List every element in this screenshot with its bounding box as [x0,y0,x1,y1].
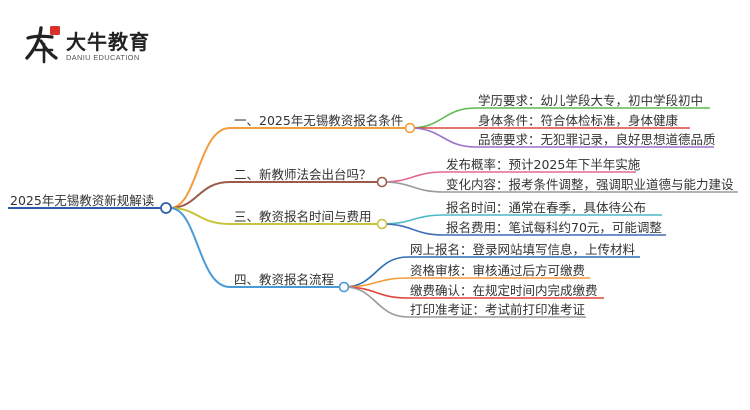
leaf-connector-time-fee-2 [381,223,666,236]
branch-label-teacher-law: 二、新教师法会出台吗？ [234,167,372,182]
branch-connector-conditions [169,127,406,209]
logo-subtitle: DANIU EDUCATION [66,53,140,62]
leaf-label-morality: 品德要求：无犯罪记录，良好思想道德品质 [478,132,716,147]
root-node-label: 2025年无锡教资新规解读 [10,193,155,208]
branch-node-teacher-law [376,176,388,188]
branch-label-time-fee: 三、教资报名时间与费用 [234,209,372,224]
leaf-connector-conditions-1 [409,107,710,129]
logo-name: 大牛教育 [66,30,150,54]
leaf-connector-process-4 [343,286,586,318]
branch-label-conditions: 一、2025年无锡教资报名条件 [234,113,404,128]
leaf-label-changes: 变化内容：报考条件调整，强调职业道德与能力建设 [446,177,734,192]
branch-node-conditions [404,122,416,134]
root-node [160,202,172,214]
branch-node-process [338,281,350,293]
leaf-label-payment: 缴费确认：在规定时间内完成缴费 [410,283,598,298]
leaf-connector-conditions-3 [409,127,714,148]
leaf-label-admission: 打印准考证：考试前打印准考证 [410,302,586,317]
leaf-label-release: 发布概率：预计2025年下半年实施 [446,157,641,172]
branch-label-process: 四、教资报名流程 [234,272,335,287]
branch-node-time-fee [376,218,388,230]
leaf-label-reg-time: 报名时间：通常在春季，具体待公布 [446,200,647,215]
leaf-label-online: 网上报名：登录网站填写信息，上传材料 [410,242,636,257]
leaf-label-reg-fee: 报名费用：笔试每科约70元，可能调整 [446,220,662,235]
branch-connector-process [169,207,340,288]
logo: 大牛教育 DANIU EDUCATION [22,22,172,70]
leaf-label-education: 学历要求：幼儿学段大专，初中学段初中 [478,93,704,108]
leaf-label-review: 资格审核：审核通过后方可缴费 [410,263,586,278]
logo-mark-icon [25,26,60,64]
branch-connector-teacher-law [169,181,378,209]
leaf-label-health: 身体条件：符合体检标准，身体健康 [478,113,679,128]
branch-connector-time-fee [169,207,378,225]
leaf-connector-teacher-law-2 [381,181,738,193]
